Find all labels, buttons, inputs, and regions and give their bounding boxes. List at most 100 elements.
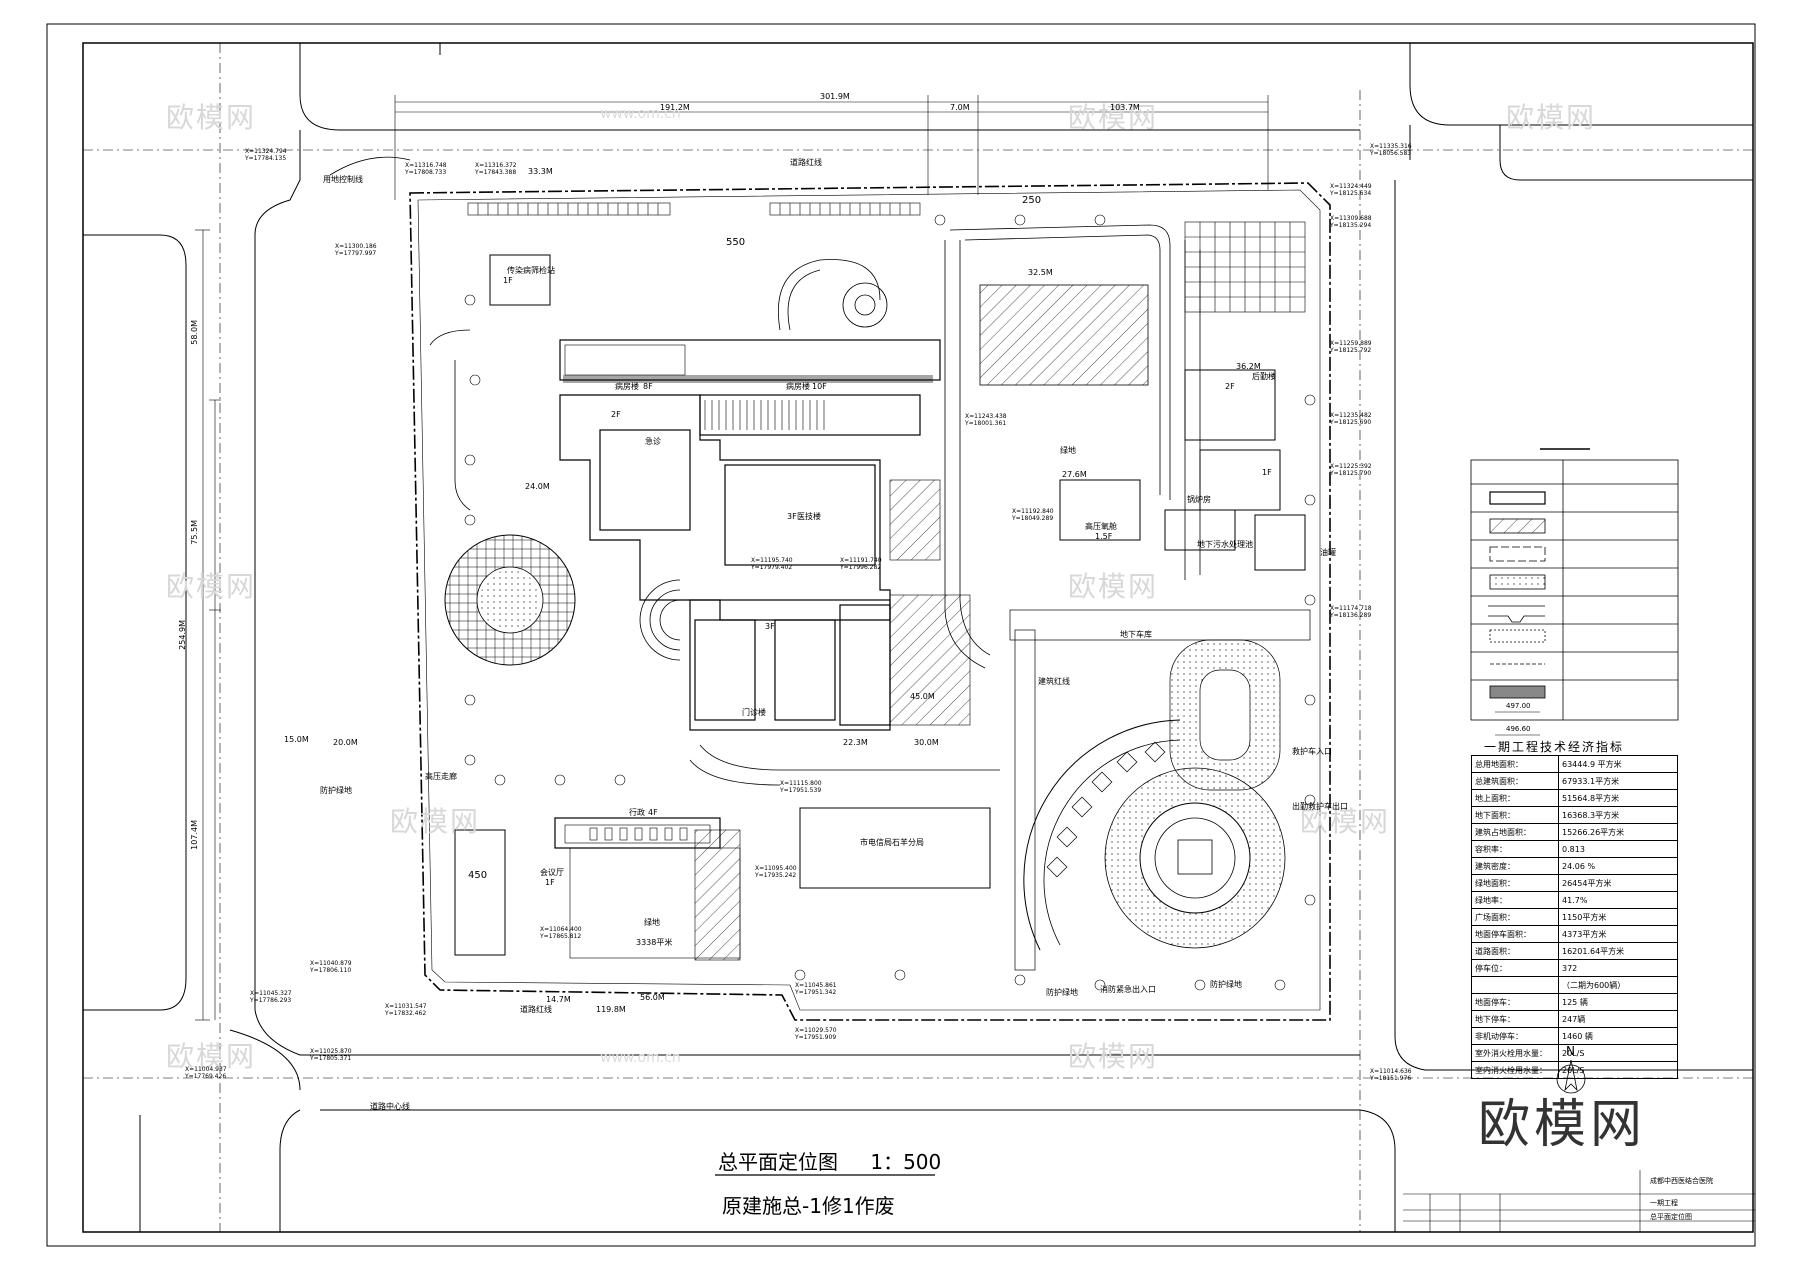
tech-table-value: 125 辆 [1558, 993, 1678, 1011]
building-medtech: 医技楼 [797, 512, 821, 521]
tech-table-value: 51564.8平方米 [1558, 789, 1678, 807]
dim-south-56: 56.0M [640, 993, 665, 1002]
right-parking [1009, 609, 1311, 971]
label-fire-exit: 消防紧急出入口 [1100, 985, 1156, 994]
coord-label: X=11324.794 Y=17784.135 [245, 148, 287, 162]
tech-table-row: 容积率：0.813 [1471, 840, 1678, 858]
watermark: 欧模网 [1068, 101, 1159, 134]
plot-450: 450 [468, 870, 488, 881]
building-outpatient-floors: 3F [765, 622, 775, 631]
coord-label: X=11235.482 Y=18125.690 [1330, 412, 1372, 426]
tech-table-key: 室外消火栓用水量： [1471, 1044, 1559, 1062]
building-boiler: 锅炉房 [1187, 495, 1211, 504]
building-admin: 行政 [629, 808, 645, 817]
tech-table-row: 停车位：372 [1471, 959, 1678, 977]
parking-top [467, 202, 1306, 313]
tech-table-row: 室内消火栓用水量：20L/S [1471, 1061, 1678, 1079]
tech-table-key: 地下面积： [1471, 806, 1559, 824]
tech-table-value: 67933.1平方米 [1558, 772, 1678, 790]
hatch-future-1 [979, 284, 1149, 386]
building-emergency-floors: 2F [611, 410, 621, 419]
dim-45: 45.0M [910, 692, 935, 701]
dim-33: 33.3M [528, 167, 553, 176]
drawing-title-text: 总平面定位图 [718, 1150, 838, 1174]
watermark: 欧模网 [390, 805, 481, 838]
watermark-url: www.om.cn [600, 1050, 681, 1066]
tech-table-row: 总建筑面积：67933.1平方米 [1471, 772, 1678, 790]
red-line-inner [417, 189, 1321, 1011]
building-admin-floors: 4F [648, 808, 658, 817]
building-boiler-floors: 1F [1262, 468, 1272, 477]
coord-label: X=11064.400 Y=17865.812 [540, 926, 582, 940]
label-protective-green-s1: 防护绿地 [1046, 988, 1078, 997]
dim-total-width: 301.9M [820, 92, 850, 101]
trees [464, 214, 1316, 991]
tech-table-key: 停车位： [1471, 959, 1559, 977]
tech-table-value: 4373平方米 [1558, 925, 1678, 943]
hatch-future-2 [889, 479, 941, 561]
tech-table-key: 容积率： [1471, 840, 1559, 858]
label-greenland-area: 绿地 [644, 918, 660, 927]
building-logistics: 后勤楼 [1252, 372, 1276, 381]
coord-label: X=11316.372 Y=17843.388 [475, 162, 517, 176]
coord-label: X=11115.800 Y=17951.539 [780, 780, 822, 794]
title-block-phase: 一期工程 [1650, 1199, 1678, 1207]
tech-table-row: 地下停车：247辆 [1471, 1010, 1678, 1028]
top-dims [394, 95, 1269, 200]
tech-table-row: 地面停车：125 辆 [1471, 993, 1678, 1011]
building-oxygen-floors: 1.5F [1095, 532, 1113, 541]
coord-label: X=11335.316 Y=18056.583 [1370, 143, 1412, 157]
coord-label: X=11040.879 Y=17806.110 [310, 960, 352, 974]
tech-table-key: 地下停车： [1471, 1010, 1559, 1028]
dim-gap: 7.0M [950, 103, 970, 112]
label-parking-underground: 地下车库 [1120, 630, 1152, 639]
coord-label: X=11045.327 Y=17786.293 [250, 990, 292, 1004]
north-label: N [1566, 1044, 1575, 1058]
tech-table: 总用地面积：63444.9 平方米总建筑面积：67933.1平方米地上面积：51… [1471, 755, 1678, 1079]
inner-border [82, 42, 1754, 1233]
plot-250: 250 [1022, 195, 1042, 206]
dim-20: 20.0M [333, 738, 358, 747]
tech-table-row: 建筑占地面积：15266.26平方米 [1471, 823, 1678, 841]
dim-east-width: 103.7M [1110, 103, 1140, 112]
site-boundary [409, 182, 1331, 1021]
tech-table-key: 建筑密度： [1471, 857, 1559, 875]
watermark: 欧模网 [166, 570, 257, 603]
tech-table-key: 绿地面积： [1471, 874, 1559, 892]
tech-table-value: 20L/S [1558, 1044, 1678, 1062]
coord-label: X=11309.688 Y=18135.294 [1330, 215, 1372, 229]
tech-table-row: 广场面积：1150平方米 [1471, 908, 1678, 926]
label-protective-green-s2: 防护绿地 [1210, 980, 1242, 989]
tech-table-row: 建筑密度：24.06 % [1471, 857, 1678, 875]
tech-table-value: 24.06 % [1558, 857, 1678, 875]
label-protective-green-west: 防护绿地 [320, 786, 352, 795]
building-ward-8f: 病房楼 [615, 382, 639, 391]
coord-label: X=11031.547 Y=17832.462 [385, 1003, 427, 1017]
drawing-scale: 1：500 [870, 1150, 942, 1174]
hatch-future-3 [889, 594, 971, 726]
tech-table-key: 建筑占地面积： [1471, 823, 1559, 841]
watermark: 欧模网 [1068, 1040, 1159, 1073]
dim-22: 22.3M [843, 738, 868, 747]
tech-table-row: 绿地面积：26454平方米 [1471, 874, 1678, 892]
building-logistics-floors: 2F [1225, 382, 1235, 391]
building-sewage: 地下污水处理池 [1197, 540, 1253, 549]
drawing-subtitle: 原建施总-1修1作废 [722, 1194, 895, 1218]
label-greenland: 绿地 [1060, 446, 1076, 455]
plaza-circle-left [444, 534, 576, 666]
tech-table-value: 16368.3平方米 [1558, 806, 1678, 824]
coord-label: X=11300.186 Y=17797.997 [335, 243, 377, 257]
watermark: 欧模网 [1300, 805, 1391, 838]
label-high-voltage-corridor: 高压走廊 [425, 772, 457, 781]
legend-elev-1: 497.00 [1506, 702, 1531, 710]
dim-24: 24.0M [525, 482, 550, 491]
telecom-building [799, 807, 991, 889]
legend-elev-2: 496.60 [1506, 725, 1531, 733]
tech-table-key: 地上面积： [1471, 789, 1559, 807]
right-buildings [1059, 369, 1306, 571]
plaza-quadrant-squares [1046, 741, 1166, 878]
tech-table-value: 20L/S [1558, 1061, 1678, 1079]
tech-table-row: 地下面积：16368.3平方米 [1471, 806, 1678, 824]
watermark: 欧模网 [1068, 570, 1159, 603]
